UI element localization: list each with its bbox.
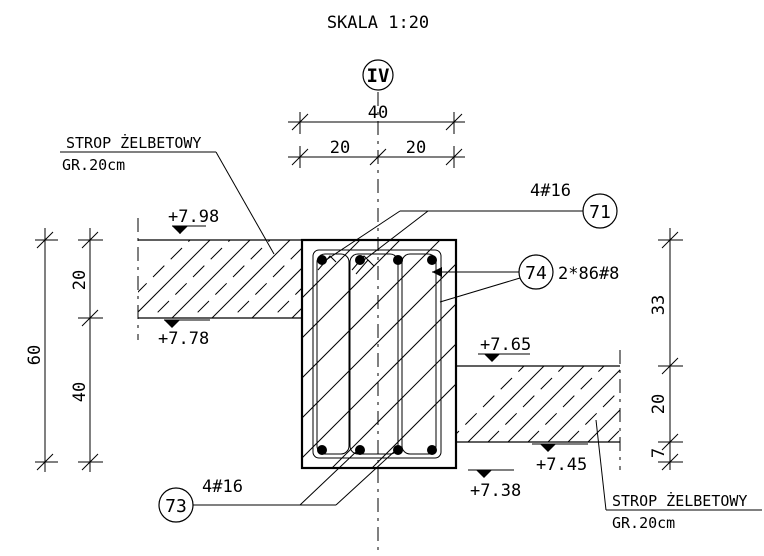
top-dimensions: 40 20 20 xyxy=(288,103,465,168)
level-798: +7.98 xyxy=(168,207,219,227)
left-slab-name: STROP ŻELBETOWY xyxy=(66,133,201,152)
beam-section xyxy=(300,238,458,470)
level-marker-1: +7.98 xyxy=(168,207,219,234)
level-778: +7.78 xyxy=(158,329,209,349)
rebar-73-spec: 4#16 xyxy=(202,477,243,497)
level-745: +7.45 xyxy=(536,455,587,475)
rebar-74-spec: 2*86#8 xyxy=(558,264,619,284)
level-765: +7.65 xyxy=(480,335,531,355)
rebar-73-mark: 73 xyxy=(165,496,187,517)
right-slab-label: STROP ŻELBETOWY GR.20cm xyxy=(595,419,762,532)
axis-marker: IV xyxy=(362,59,394,91)
rebar-74-mark: 74 xyxy=(525,263,547,284)
axis-label: IV xyxy=(367,65,390,87)
level-marker-4: +7.45 xyxy=(532,443,588,475)
level-marker-2: +7.78 xyxy=(158,319,210,349)
dim-left-total: 60 xyxy=(25,345,45,365)
dim-right-lower: 7 xyxy=(649,448,669,458)
rebar-71-spec: 4#16 xyxy=(530,181,571,201)
dim-top-total: 40 xyxy=(368,103,388,123)
rebar-71-mark: 71 xyxy=(589,202,611,223)
level-738: +7.38 xyxy=(470,481,521,501)
dim-left-upper: 20 xyxy=(70,270,90,290)
left-slab-label: STROP ŻELBETOWY GR.20cm xyxy=(60,133,275,255)
left-slab xyxy=(137,218,302,340)
rebar-callout-71: 71 4#16 xyxy=(325,181,618,261)
rebar-callout-73: 73 4#16 xyxy=(158,449,397,523)
level-marker-5: +7.38 xyxy=(468,469,521,501)
dim-left-lower: 40 xyxy=(70,382,90,402)
right-dimensions: 33 20 7 xyxy=(649,228,683,471)
dim-top-right: 20 xyxy=(406,138,426,158)
scale-title: SKALA 1:20 xyxy=(327,13,429,33)
dim-right-middle: 20 xyxy=(649,394,669,414)
dim-right-upper: 33 xyxy=(649,295,669,315)
left-slab-thickness: GR.20cm xyxy=(62,156,125,174)
rebar-callout-74: 74 2*86#8 xyxy=(432,254,619,303)
right-slab xyxy=(456,350,621,470)
dim-top-left: 20 xyxy=(330,138,350,158)
right-slab-name: STROP ŻELBETOWY xyxy=(612,491,747,510)
left-dimensions: 60 20 40 xyxy=(25,228,103,472)
right-slab-thickness: GR.20cm xyxy=(612,514,675,532)
level-marker-3: +7.65 xyxy=(478,335,531,362)
